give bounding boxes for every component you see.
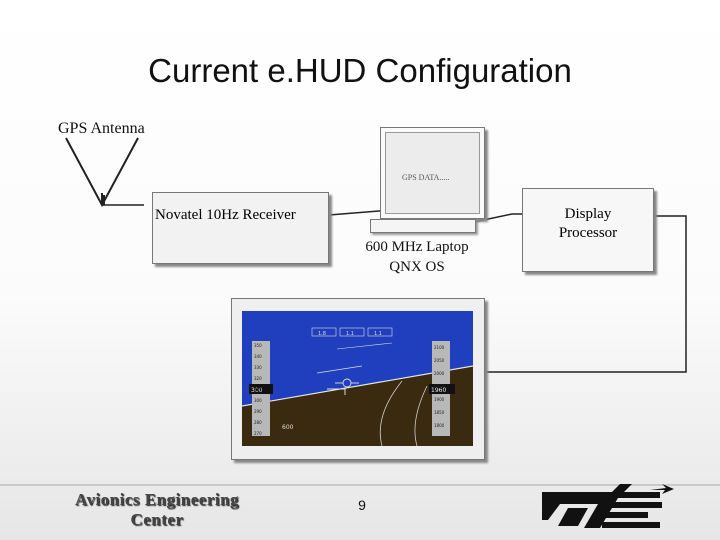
logo-line2: Center — [130, 510, 184, 529]
ae-logo-icon — [542, 484, 674, 528]
right-tape-tick-label: 1900 — [434, 397, 445, 402]
laptop-screen: GPS DATA..... — [385, 132, 480, 214]
flight-path-marker — [335, 378, 359, 388]
hud-top-box-1: 1.8 — [318, 331, 326, 337]
slide-title: Current e.HUD Configuration — [148, 52, 572, 89]
right-tape-tick-label: 2000 — [434, 371, 445, 376]
hud-left-readout: 300 — [251, 387, 263, 394]
hud-screen: 1.8 1.1 1.1 300 1960 600 350 340 330 320 310… — [242, 311, 473, 446]
display-processor-line2: Processor — [558, 225, 618, 241]
antenna-icon — [65, 137, 144, 208]
page-number: 9 — [358, 497, 366, 513]
laptop-to-processor-wire — [473, 213, 522, 223]
laptop-label-line2: QNX OS — [389, 259, 445, 275]
right-tape-tick-label: 2100 — [434, 345, 445, 350]
hud-right-readout: 1960 — [431, 387, 446, 394]
avionics-center-logo: Avionics Engineering Center — [62, 490, 252, 530]
gps-data-text: GPS DATA..... — [402, 173, 450, 182]
left-tape-tick-label: 330 — [254, 365, 262, 370]
display-processor-label: Display Processor — [523, 205, 653, 243]
gps-antenna-label: GPS Antenna — [58, 120, 145, 137]
receiver-box: Novatel 10Hz Receiver — [152, 192, 329, 264]
left-tape-tick-label: 270 — [254, 431, 262, 436]
hud-top-box-2: 1.1 — [346, 331, 354, 337]
hud-top-box-3: 1.1 — [374, 331, 382, 337]
right-tape-tick-label: 1950 — [434, 384, 445, 389]
display-processor-box: Display Processor — [522, 188, 654, 272]
laptop-base — [370, 219, 476, 233]
left-tape-tick-label: 310 — [254, 387, 262, 392]
processor-to-hud-wire — [484, 215, 687, 373]
left-tape-tick-label: 290 — [254, 409, 262, 414]
right-tape-tick-label: 2050 — [434, 358, 445, 363]
right-tape-tick-label: 1850 — [434, 410, 445, 415]
left-tape-tick-label: 320 — [254, 376, 262, 381]
left-tape-tick-label: 280 — [254, 420, 262, 425]
right-tape-tick-label: 1800 — [434, 423, 445, 428]
hud-display-frame: 1.8 1.1 1.1 300 1960 600 350 340 330 320 310… — [231, 298, 485, 460]
receiver-label: Novatel 10Hz Receiver — [155, 207, 296, 223]
hud-ground-label: 600 — [282, 424, 294, 431]
logo-line1: Avionics Engineering — [74, 490, 240, 509]
left-tape-tick-label: 350 — [254, 343, 262, 348]
laptop-label: 600 MHz Laptop QNX OS — [357, 237, 477, 277]
right-tape: 2100 2050 2000 1950 1900 1850 1800 — [434, 345, 445, 428]
display-processor-line1: Display — [564, 206, 612, 222]
left-tape-tick-label: 340 — [254, 354, 262, 359]
laptop-label-line1: 600 MHz Laptop — [365, 239, 469, 255]
laptop-monitor: GPS DATA..... — [380, 127, 485, 219]
left-tape-tick-label: 300 — [254, 398, 262, 403]
